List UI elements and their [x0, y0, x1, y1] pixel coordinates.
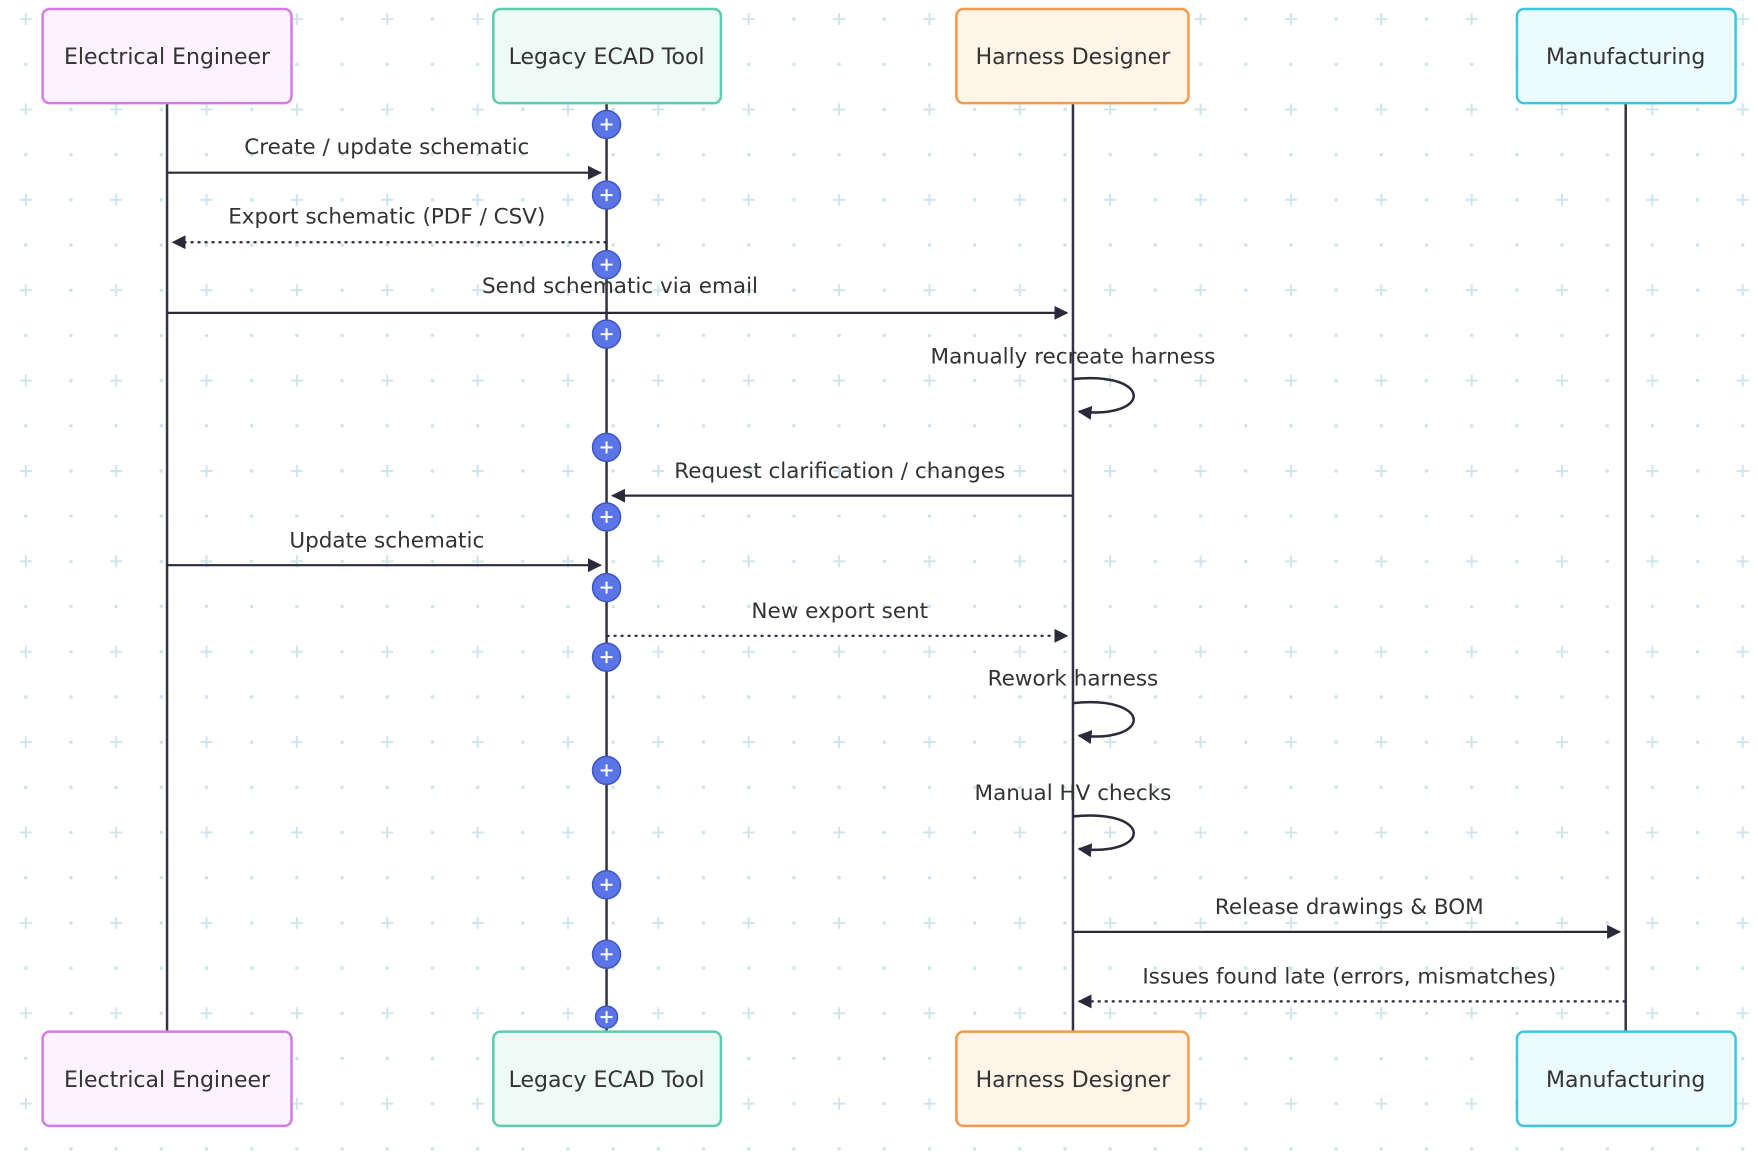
message-label: Issues found late (errors, mismatches) — [1142, 965, 1556, 990]
actor-label: Legacy ECAD Tool — [509, 45, 705, 70]
plus-circle-icon[interactable] — [591, 572, 622, 603]
message-label: Request clarification / changes — [674, 459, 1005, 484]
actor-label: Electrical Engineer — [64, 1068, 271, 1093]
background-grid — [19, 13, 1749, 1151]
message-label: New export sent — [751, 599, 928, 624]
plus-circle-icon[interactable] — [591, 249, 622, 280]
actor-ecad-top[interactable]: Legacy ECAD Tool — [492, 7, 723, 105]
message-new-export-sent[interactable]: New export sent — [606, 599, 1069, 643]
message-label: Release drawings & BOM — [1215, 895, 1484, 920]
message-release-drawings-bom[interactable]: Release drawings & BOM — [1072, 895, 1622, 939]
message-label: Rework harness — [988, 666, 1159, 691]
message-create-update-schematic[interactable]: Create / update schematic — [167, 135, 602, 180]
plus-circle-icon[interactable] — [591, 755, 622, 786]
actor-hd-top[interactable]: Harness Designer — [955, 7, 1190, 105]
self-message-arrow — [1072, 376, 1135, 420]
plus-circle-icon[interactable] — [591, 502, 622, 532]
message-label: Send schematic via email — [482, 274, 758, 299]
message-update-schematic[interactable]: Update schematic — [167, 529, 602, 573]
actor-mfg-top[interactable]: Manufacturing — [1515, 7, 1737, 105]
message-label: Manually recreate harness — [931, 345, 1216, 370]
plus-circle-icon[interactable] — [591, 939, 622, 970]
plus-circle-icon[interactable] — [591, 642, 622, 672]
message-label: Update schematic — [289, 529, 484, 554]
actor-label: Harness Designer — [976, 45, 1172, 70]
message-export-schematic-pdf-csv[interactable]: Export schematic (PDF / CSV) — [171, 204, 607, 250]
message-manually-recreate-harness[interactable]: Manually recreate harness — [931, 345, 1216, 420]
message-label: Create / update schematic — [244, 135, 529, 160]
actor-ee-bottom[interactable]: Electrical Engineer — [41, 1030, 293, 1128]
actor-label: Legacy ECAD Tool — [509, 1068, 705, 1093]
actor-ecad-bottom[interactable]: Legacy ECAD Tool — [492, 1030, 723, 1128]
plus-circle-icon[interactable] — [591, 432, 622, 463]
plus-circle-icon[interactable] — [591, 319, 622, 349]
message-issues-found-late-errors-mismatches[interactable]: Issues found late (errors, mismatches) — [1077, 965, 1626, 1009]
self-message-arrow — [1072, 700, 1135, 744]
actor-mfg-bottom[interactable]: Manufacturing — [1515, 1030, 1737, 1128]
add-step-nodes — [591, 109, 622, 1029]
message-request-clarification-changes[interactable]: Request clarification / changes — [611, 459, 1073, 503]
message-label: Export schematic (PDF / CSV) — [228, 204, 545, 229]
actor-hd-bottom[interactable]: Harness Designer — [955, 1030, 1190, 1128]
actor-label: Manufacturing — [1546, 1068, 1705, 1093]
actor-label: Electrical Engineer — [64, 45, 271, 70]
message-label: Manual HV checks — [975, 781, 1172, 806]
message-send-schematic-via-email[interactable]: Send schematic via email — [167, 274, 1069, 320]
lifelines — [165, 103, 1627, 1032]
plus-circle-icon[interactable] — [591, 180, 622, 210]
plus-circle-icon[interactable] — [594, 1005, 619, 1029]
actor-label: Manufacturing — [1546, 45, 1705, 70]
message-rework-harness[interactable]: Rework harness — [988, 666, 1159, 744]
plus-circle-icon[interactable] — [591, 109, 622, 140]
actor-label: Harness Designer — [976, 1068, 1172, 1093]
message-manual-hv-checks[interactable]: Manual HV checks — [975, 781, 1172, 858]
self-message-arrow — [1072, 814, 1135, 858]
actor-ee-top[interactable]: Electrical Engineer — [41, 7, 293, 105]
plus-circle-icon[interactable] — [591, 870, 622, 900]
